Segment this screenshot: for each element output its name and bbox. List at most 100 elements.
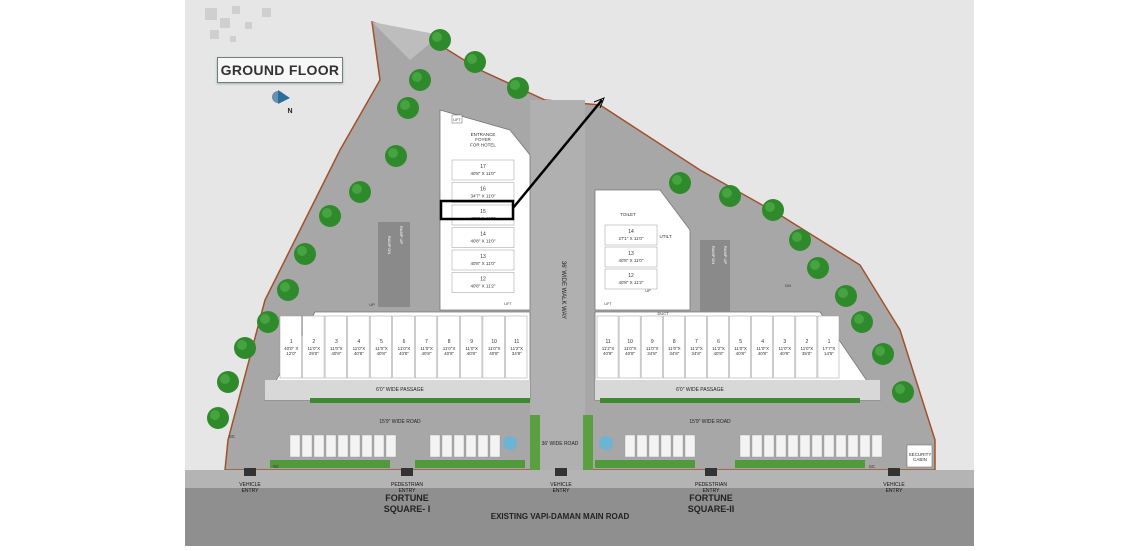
unit-size: 40'8" X 11'0": [618, 258, 643, 263]
tree-highlight: [210, 410, 220, 420]
parking-bay: [477, 434, 489, 458]
north-label: N: [287, 108, 292, 115]
complex-name-2-line2: SQUARE-II: [688, 504, 735, 514]
landscape-strip: [415, 460, 525, 468]
unit-cell: [663, 315, 685, 379]
ramp-dn-left: RAMP DN: [387, 236, 392, 254]
parking-bay: [453, 434, 465, 458]
tree-highlight: [854, 314, 864, 324]
parking-bay: [660, 434, 672, 458]
parking-bay: [325, 434, 337, 458]
unit-cell: [596, 315, 619, 379]
parking-bay: [835, 434, 847, 458]
center-road-label: 36' WIDE ROAD: [542, 441, 579, 447]
entry-marker: [401, 468, 413, 476]
unit-number: 1: [290, 339, 293, 345]
up-label-left: UP: [369, 302, 375, 307]
unit-cell: [795, 315, 818, 379]
parking-bay: [775, 434, 787, 458]
site-wedge: [372, 22, 440, 60]
parking-bay: [648, 434, 660, 458]
parking-bay: [313, 434, 325, 458]
tower-unit: [604, 224, 658, 246]
entry-marker: [888, 468, 900, 476]
decor-square: [230, 36, 236, 42]
lift-label-right: LIFT: [604, 302, 612, 306]
unit-number: 5: [380, 339, 383, 345]
right-passage: [595, 380, 880, 400]
unit-number: 6: [403, 339, 406, 345]
parking-bay: [349, 434, 361, 458]
unit-cell: [685, 315, 707, 379]
tower-unit: [451, 227, 515, 248]
unit-cell: [347, 315, 370, 379]
complex-name-1-line2: SQUARE- I: [384, 504, 431, 514]
tree-highlight: [280, 282, 290, 292]
main-road-label: EXISTING VAPI-DAMAN MAIN ROAD: [491, 512, 630, 521]
decor-square: [205, 8, 217, 20]
unit-cell: [751, 315, 773, 379]
unit-cell: [369, 315, 392, 379]
tree-highlight: [432, 32, 442, 42]
parking-bay: [289, 434, 301, 458]
tree-highlight: [510, 80, 520, 90]
parking-bay: [787, 434, 799, 458]
parking-bay: [799, 434, 811, 458]
lift-label: LIFT: [453, 118, 461, 122]
tree-highlight: [792, 232, 802, 242]
decor-square: [210, 30, 219, 39]
unit-size: 40'8" X 11'0": [470, 239, 495, 244]
parking-bay: [489, 434, 501, 458]
landscape-strip: [595, 460, 695, 468]
floor-title: GROUND FLOOR: [217, 57, 343, 83]
unit-cell: [707, 315, 729, 379]
parking-bay: [871, 434, 883, 458]
tree-highlight: [322, 208, 332, 218]
parking-bay: [337, 434, 349, 458]
unit-number: 11: [605, 339, 610, 345]
unit-number: 4: [761, 339, 764, 345]
unit-cell: [640, 315, 663, 379]
unit-cell: [505, 315, 528, 379]
unit-cell: [773, 315, 796, 379]
tree-highlight: [220, 374, 230, 384]
parking-bay: [636, 434, 648, 458]
unit-number: 6: [717, 339, 720, 345]
tree-highlight: [810, 260, 820, 270]
decor-square: [262, 8, 271, 17]
unit-cell: [437, 315, 460, 379]
landscape-strip: [270, 460, 390, 468]
parking-bay: [751, 434, 763, 458]
left-passage: [265, 380, 530, 400]
parking-bay: [441, 434, 453, 458]
tower-unit: [451, 272, 515, 293]
unit-cell: [817, 315, 840, 379]
right-ramp: [700, 240, 730, 312]
unit-number: 3: [783, 339, 786, 345]
unit-number: 14: [628, 229, 634, 235]
parking-bay: [672, 434, 684, 458]
walkway-hedge-left: [530, 415, 540, 470]
tree-highlight: [412, 72, 422, 82]
tree-highlight: [875, 346, 885, 356]
walkway-hedge-right: [583, 415, 593, 470]
parking-bay: [373, 434, 385, 458]
parking-bay: [847, 434, 859, 458]
unit-number: 12: [480, 277, 486, 283]
unit-size: 40'8" X 11'2": [618, 280, 643, 285]
lift-box: [451, 114, 463, 124]
landscape-strip: [735, 460, 865, 468]
unit-cell: [279, 315, 302, 379]
hedge-strip: [310, 398, 530, 403]
unit-number: 14: [480, 232, 486, 238]
